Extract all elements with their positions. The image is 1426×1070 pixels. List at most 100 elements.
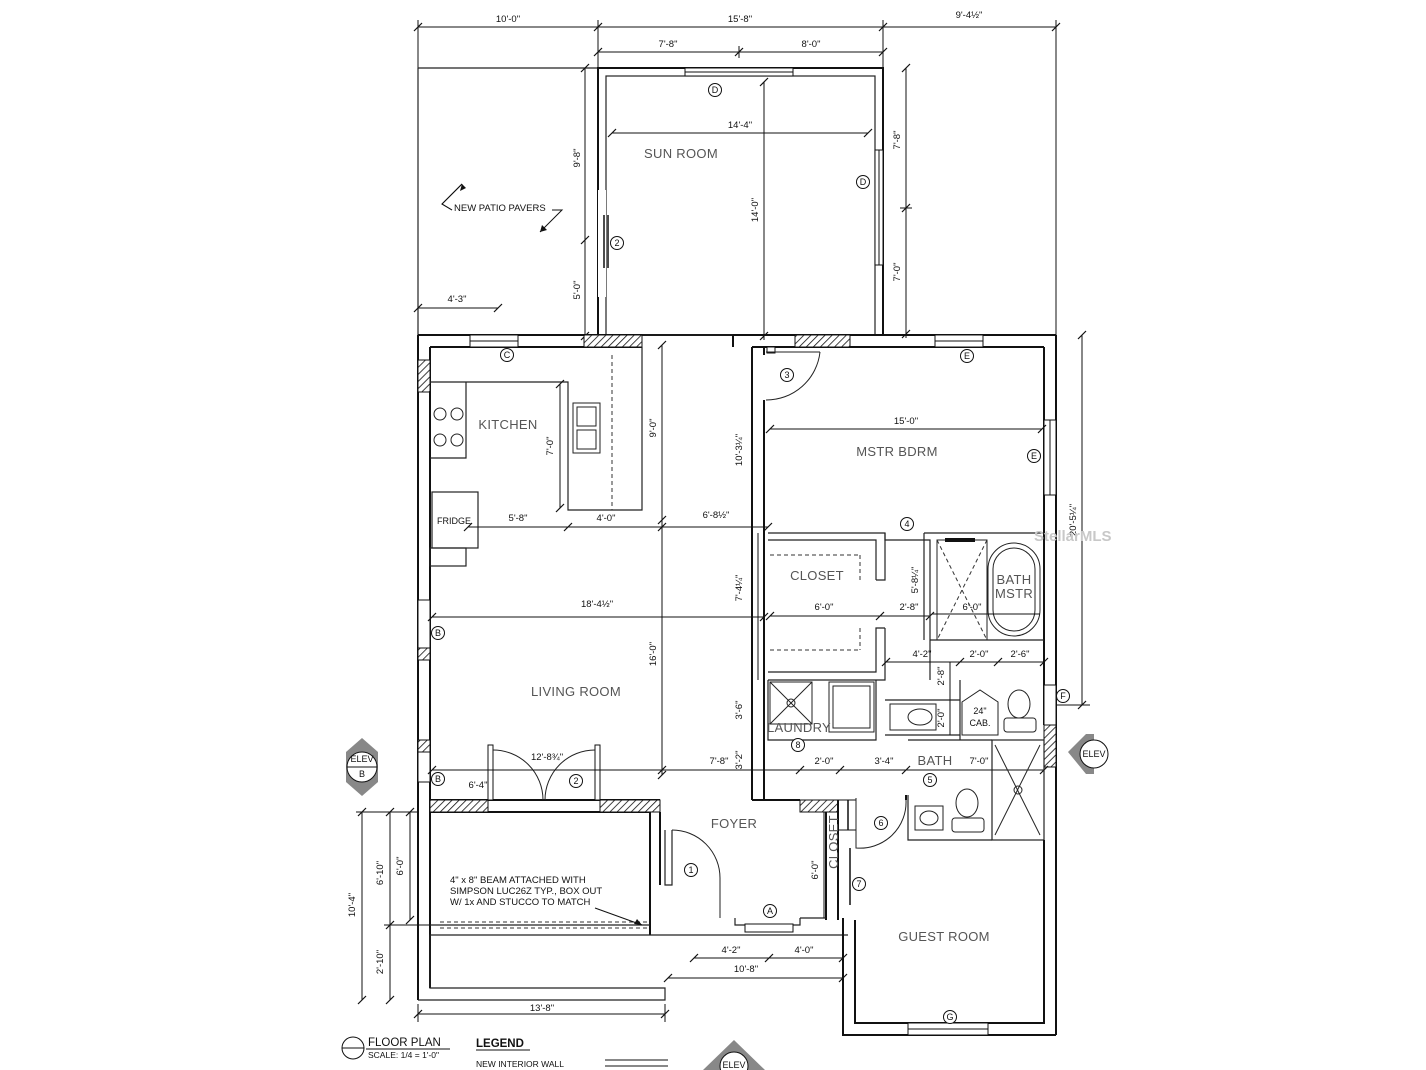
dim-closet-h: 6'-0" (815, 602, 834, 613)
dim-bottom-4: 13'-8" (530, 1003, 554, 1014)
beam-note-1: 4" x 8" BEAM ATTACHED WITH (450, 875, 586, 886)
dim-porch-v2: 6'-10" (375, 861, 386, 885)
dim-door-h: 12'-8¾" (531, 752, 563, 763)
dim-porch-v4: 2'-10" (375, 950, 386, 974)
dim-living-v: 16'-0" (648, 642, 659, 666)
dim-bath2-v2: 2'-0" (936, 709, 947, 728)
door-tag-2-sun: 2 (610, 236, 624, 250)
room-mstr-bdrm: MSTR BDRM (856, 444, 937, 459)
dim-bath-h: 6'-0" (963, 602, 982, 613)
dim-kitchen-v: 7'-0" (545, 437, 556, 456)
svg-text:E: E (1031, 451, 1037, 461)
master-bedroom: MSTR BDRM 15'-0" 10'-3¼" 20'-5¼" (734, 330, 1090, 800)
window-tag-c: C (500, 348, 514, 362)
dim-bath-h4: 7'-0" (970, 756, 989, 767)
svg-text:5: 5 (927, 775, 932, 785)
dim-bath2-v1: 2'-8" (936, 667, 947, 686)
window-tag-g: G (943, 1010, 957, 1024)
svg-text:6: 6 (878, 818, 883, 828)
svg-text:4: 4 (904, 519, 909, 529)
svg-text:B: B (435, 628, 441, 638)
room-living-room: LIVING ROOM (531, 684, 621, 699)
dim-top-4: 7'-8" (659, 39, 678, 50)
room-guest-room: GUEST ROOM (898, 929, 990, 944)
window-tag-b-lower: B (431, 772, 445, 786)
svg-text:2: 2 (614, 238, 619, 248)
dim-kitchen-h2: 4'-0" (597, 513, 616, 524)
patio-area: 9'-8" 5'-0" 4'-3" NEW PATIO PAVERS (413, 63, 598, 341)
svg-text:B: B (435, 774, 441, 784)
legend-floor-plan: FLOOR PLAN (368, 1037, 441, 1049)
dim-bath2-h3: 2'-6" (1011, 649, 1030, 660)
front-porch: 4" x 8" BEAM ATTACHED WITH SIMPSON LUC26… (347, 807, 670, 1022)
main-house-walls (417, 334, 1057, 1035)
window-tag-d-top: D (708, 83, 722, 97)
dim-foyer-h3: 3'-4" (875, 756, 894, 767)
dim-sun-depth: 14'-0" (750, 198, 761, 222)
room-bath: BATH (918, 753, 953, 768)
dim-closet-h2: 2'-8" (900, 602, 919, 613)
dim-porch-v3: 6'-0" (395, 857, 406, 876)
living-room: 18'-4½" LIVING ROOM 16'-0" 12'-8¾" 6'-4"… (427, 520, 1049, 791)
foyer: FOYER 6'-0" CLOSET 10'-8" 4'-2" 4'-0" (649, 795, 907, 983)
window-tag-e-right: E (1027, 449, 1041, 463)
bath-and-laundry: 4'-2" 2'-0" 2'-6" 2'-8" 2'-0" 24" CAB. L… (734, 649, 1049, 841)
top-dimensions: 10'-0" 15'-8" 9'-4½" 7'-8" 8'-0" (413, 10, 1061, 335)
door-tag-1: 1 (684, 863, 698, 877)
dim-patio-v1: 9'-8" (572, 149, 583, 168)
legend-scale: SCALE: 1/4 = 1'-0" (368, 1050, 439, 1060)
guest-room: GUEST ROOM (842, 840, 1056, 1036)
patio-note: NEW PATIO PAVERS (454, 203, 546, 214)
dim-kitchen-h1: 5'-8" (509, 513, 528, 524)
dim-sun-right-1: 7'-8" (892, 131, 903, 150)
dim-foyer-h1: 7'-8" (710, 756, 729, 767)
door-tag-2-living: 2 (569, 774, 583, 788)
dim-living-h: 18'-4½" (581, 599, 613, 610)
door-tag-8: 8 (791, 738, 805, 752)
fridge-label: FRIDGE (437, 516, 471, 526)
svg-text:D: D (712, 85, 719, 95)
master-closet: CLOSET 7'-4¼" 6'-0" 2'-8" (734, 532, 935, 681)
door-tag-5: 5 (923, 773, 937, 787)
room-closet-foyer: CLOSET (826, 815, 841, 869)
dim-sun-width: 14'-4" (728, 120, 752, 131)
dim-foyer-h2: 2'-0" (815, 756, 834, 767)
cab-label-2: CAB. (969, 718, 990, 728)
cab-label-1: 24" (973, 706, 986, 716)
legend-new-wall: NEW INTERIOR WALL (476, 1059, 564, 1069)
elev-left-label: ELEV (350, 754, 373, 764)
dim-bath-v: 5'-8¼" (910, 567, 921, 594)
dim-patio-h: 4'-3" (448, 294, 467, 305)
room-laundry: LAUNDRY (767, 720, 831, 735)
dim-mstr-v: 10'-3¼" (734, 434, 745, 466)
dim-kitchen-h3: 6'-8½" (703, 510, 730, 521)
door-tag-7: 7 (852, 877, 866, 891)
dim-living-h2: 6'-4" (469, 780, 488, 791)
window-tag-b-upper: B (431, 626, 445, 640)
legend: FLOOR PLAN SCALE: 1/4 = 1'-0" LEGEND NEW… (341, 1036, 668, 1069)
dim-kitchen-right-v: 9'-0" (648, 419, 659, 438)
dim-top-1: 10'-0" (496, 14, 520, 25)
dim-bottom-1: 4'-2" (722, 945, 741, 956)
room-foyer: FOYER (711, 816, 757, 831)
door-tag-6: 6 (874, 816, 888, 830)
dim-mstr-h: 15'-0" (894, 416, 918, 427)
dim-closet-v: 7'-4¼" (734, 575, 745, 602)
room-kitchen: KITCHEN (478, 417, 537, 432)
watermark: StellarMLS (1034, 528, 1112, 545)
master-bath: BATH MSTR 6'-0" 5'-8¼" (884, 532, 1044, 680)
dim-top-3: 9'-4½" (956, 10, 983, 21)
sun-room: SUN ROOM 14'-4" 14'-0" 7'-8" 7'-0" (597, 63, 912, 341)
svg-text:2: 2 (573, 776, 578, 786)
svg-text:7: 7 (856, 879, 861, 889)
room-closet: CLOSET (790, 568, 844, 583)
dim-bottom-2: 4'-0" (795, 945, 814, 956)
window-tag-d-right: D (856, 175, 870, 189)
beam-note-3: W/ 1x AND STUCCO TO MATCH (450, 897, 591, 908)
dim-sun-right-2: 7'-0" (892, 263, 903, 282)
dim-laundry-v: 3'-6" (734, 701, 745, 720)
elev-right-label: ELEV (1082, 749, 1105, 759)
dim-foyer-v: 3'-2" (734, 751, 745, 770)
room-bath-mstr-2: MSTR (995, 586, 1033, 601)
